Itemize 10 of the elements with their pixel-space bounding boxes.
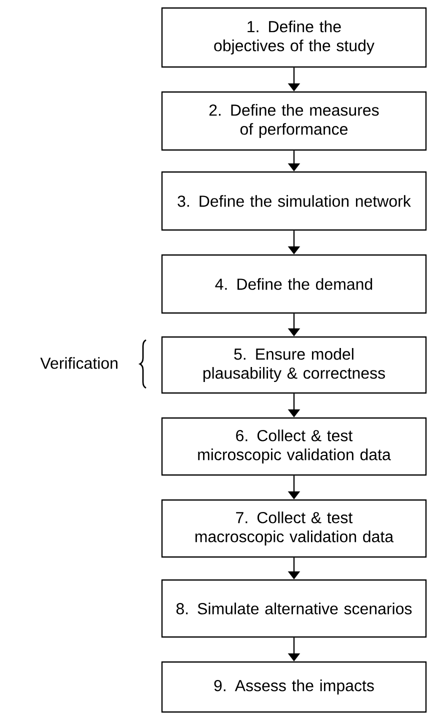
- process-box: 7. Collect & test macroscopic validation data: [161, 499, 427, 558]
- process-box: 5. Ensure model plausability & correctness: [161, 336, 427, 394]
- process-box: 3. Define the simulation network: [161, 171, 427, 231]
- process-box: 6. Collect & test microscopic validation data: [161, 417, 427, 476]
- process-box: 2. Define the measures of performance: [161, 91, 427, 151]
- process-box: 4. Define the demand: [161, 254, 427, 314]
- process-box: 8. Simulate alternative scenarios: [161, 579, 427, 638]
- process-box: 1. Define the objectives of the study: [161, 7, 427, 68]
- side-label: Verification: [40, 357, 118, 369]
- process-box: 9. Assess the impacts: [161, 661, 427, 713]
